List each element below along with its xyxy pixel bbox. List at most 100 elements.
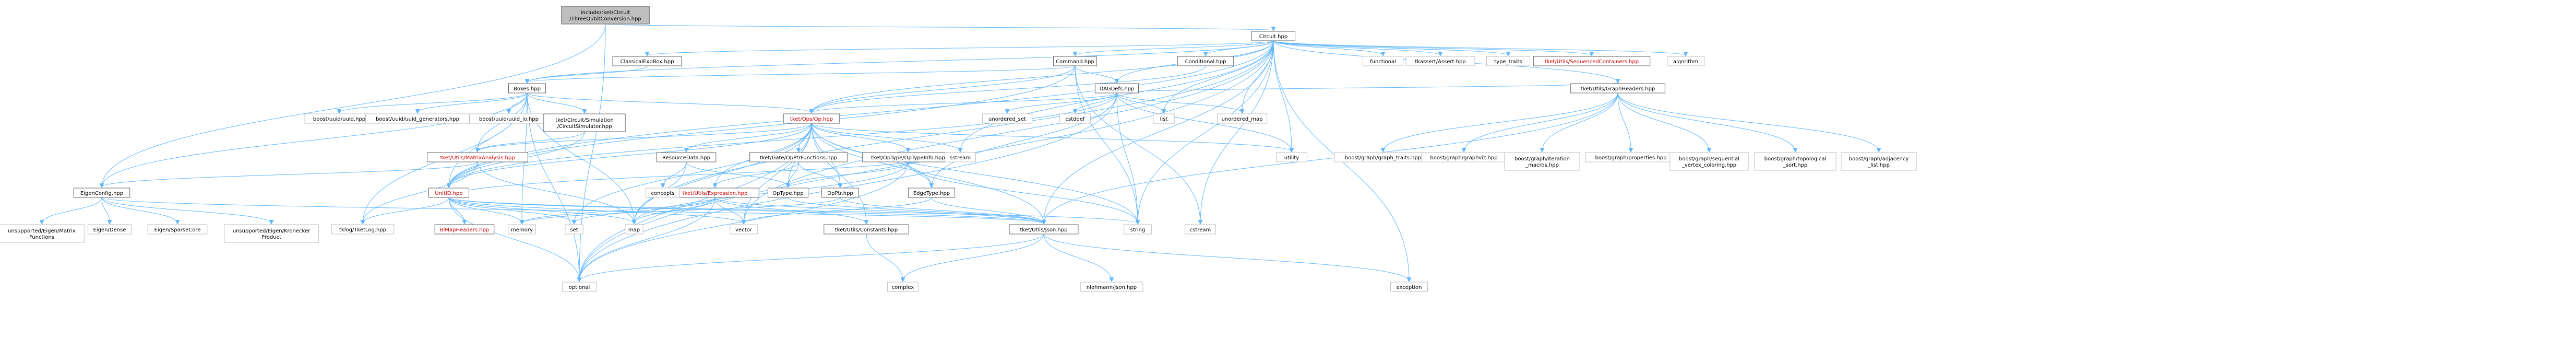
- node-cstddef: cstddef: [1059, 113, 1091, 124]
- node-label: unsupported/Eigen/Matrix: [8, 228, 76, 234]
- edge-json-to-complex: [903, 233, 1044, 281]
- edge-circuit-to-sequencedcontainers: [1273, 40, 1592, 55]
- node-box: [612, 56, 682, 66]
- node-constants[interactable]: tket/Utils/Constants.hpp: [824, 224, 909, 235]
- node-box: [561, 6, 650, 25]
- node-label: Conditional.hpp: [1185, 59, 1226, 65]
- node-label: /ThreeQubitConversion.hpp: [569, 16, 641, 22]
- node-box: [0, 224, 85, 243]
- node-box: [1124, 224, 1152, 235]
- node-tkassert: tkassert/Assert.hpp: [1405, 56, 1475, 66]
- node-edgetype[interactable]: EdgeType.hpp: [908, 188, 956, 198]
- node-dagdefs[interactable]: DAGDefs.hpp: [1094, 83, 1139, 94]
- node-unitid[interactable]: UnitID.hpp: [428, 188, 469, 198]
- edge-opsop-to-set: [574, 123, 812, 224]
- node-gateopptr[interactable]: tket/Gate/OpPtrFunctions.hpp: [749, 152, 848, 162]
- node-vector: vector: [730, 224, 758, 235]
- edge-resourcedata-to-optype: [686, 161, 788, 187]
- node-conditional[interactable]: Conditional.hpp: [1177, 56, 1234, 66]
- node-resourcedata[interactable]: ResourceData.hpp: [656, 152, 717, 162]
- node-label: tket/OpType/OpTypeInfo.hpp: [871, 155, 945, 161]
- edge-opptr-to-json: [840, 197, 1044, 224]
- node-optype[interactable]: OpType.hpp: [768, 188, 808, 198]
- edge-root-to-optional: [579, 24, 606, 281]
- node-circuit[interactable]: Circuit.hpp: [1251, 31, 1296, 41]
- node-label: optional: [569, 285, 590, 290]
- edge-circuitsim-to-matrixanalysis: [478, 131, 585, 151]
- node-box: [1533, 56, 1651, 66]
- node-box: [908, 188, 956, 198]
- node-label: cstddef: [1066, 116, 1085, 122]
- node-label: set: [570, 227, 578, 233]
- node-box: [1080, 282, 1143, 292]
- node-label: _macros.hpp: [1525, 162, 1559, 168]
- edge-matrixanalysis-to-tklog: [363, 161, 478, 224]
- node-box: [1153, 113, 1175, 124]
- node-box: [887, 282, 919, 292]
- node-json[interactable]: tket/Utils/Json.hpp: [1009, 224, 1079, 235]
- edge-edgetype-to-vector: [744, 197, 932, 224]
- node-label: ClassicalExpBox.hpp: [621, 59, 674, 65]
- node-box: [1841, 152, 1917, 171]
- edge-classicalexpbox-to-boxes: [527, 65, 648, 83]
- edge-gateopptr-to-expression: [715, 161, 799, 187]
- edge-circuit-to-cstream: [1200, 40, 1274, 224]
- node-circuitsim[interactable]: tket/Circuit/Simulation/CircuitSimulator…: [543, 113, 626, 132]
- edge-boxes-to-unitid: [449, 92, 528, 187]
- node-label: Product: [261, 235, 281, 240]
- edge-unitid-to-string: [448, 197, 1138, 224]
- node-matrixanalysis[interactable]: tket/Utils/MatrixAnalysis.hpp: [427, 152, 528, 162]
- node-box: [565, 224, 583, 235]
- node-eigenconfig[interactable]: EigenConfig.hpp: [73, 188, 130, 198]
- node-classicalexpbox[interactable]: ClassicalExpBox.hpp: [612, 56, 682, 66]
- edge-resourcedata-to-concepts: [663, 161, 687, 187]
- edge-json-to-optional: [579, 233, 1044, 281]
- node-label: tket/Utils/GraphHeaders.hpp: [1581, 86, 1655, 92]
- node-bimap[interactable]: BiMapHeaders.hpp: [434, 224, 495, 235]
- node-label: boost/graph/adjacency: [1849, 156, 1909, 162]
- node-optypeinfo[interactable]: tket/OpType/OpTypeInfo.hpp: [862, 152, 954, 162]
- node-box: [1276, 152, 1307, 162]
- node-label: boost/graph/iteration: [1514, 156, 1570, 162]
- node-label: Command.hpp: [1056, 59, 1094, 65]
- edge-eigenconfig-to-json: [101, 197, 1044, 224]
- node-uuid_io: boost/uuid/uuid_io.hpp: [469, 113, 548, 124]
- node-concepts: concepts: [646, 188, 680, 198]
- node-uuid_gen: boost/uuid/uuid_generators.hpp: [365, 113, 470, 124]
- edge-expression-to-vector: [714, 197, 744, 224]
- node-label: complex: [892, 285, 914, 290]
- node-cstream: cstream: [1185, 224, 1216, 235]
- node-label: BiMapHeaders.hpp: [440, 227, 490, 233]
- edge-dagdefs-to-graphheaders: [1116, 83, 1618, 94]
- node-command[interactable]: Command.hpp: [1053, 56, 1098, 66]
- node-sequencedcontainers[interactable]: tket/Utils/SequencedContainers.hpp: [1533, 56, 1651, 66]
- edge-graphheaders-to-iteration_macros: [1542, 92, 1618, 151]
- node-expression[interactable]: tket/Utils/Expression.hpp: [671, 188, 759, 198]
- edge-graphheaders-to-seq_coloring: [1617, 92, 1709, 151]
- node-algorithm: algorithm: [1667, 56, 1704, 66]
- node-box: [1486, 56, 1531, 66]
- node-label: boost/graph/topological: [1764, 156, 1827, 162]
- edge-dagdefs-to-string: [1116, 92, 1138, 224]
- node-label: tket/Ops/Op.hpp: [790, 116, 833, 122]
- node-layer: include/tket/Circuit/ThreeQubitConversio…: [0, 6, 1917, 292]
- node-label: algorithm: [1673, 59, 1698, 65]
- node-opptr[interactable]: OpPtr.hpp: [821, 188, 859, 198]
- node-boxes[interactable]: Boxes.hpp: [508, 83, 546, 94]
- node-label: cstream: [1190, 227, 1211, 233]
- node-eigen_dense: Eigen/Dense: [87, 224, 132, 235]
- node-opsop[interactable]: tket/Ops/Op.hpp: [783, 113, 840, 124]
- node-box: [428, 188, 469, 198]
- node-graphheaders[interactable]: tket/Utils/GraphHeaders.hpp: [1570, 83, 1665, 94]
- edge-opsop-to-sstream: [811, 123, 960, 151]
- node-box: [427, 152, 528, 162]
- node-box: [1217, 113, 1268, 124]
- node-box: [543, 113, 626, 132]
- edge-json-to-nlohmann: [1043, 233, 1112, 281]
- node-root[interactable]: include/tket/Circuit/ThreeQubitConversio…: [561, 6, 650, 25]
- edge-circuit-to-list: [1164, 40, 1274, 113]
- node-box: [945, 152, 976, 162]
- edge-eigenconfig-to-eigen_dense: [101, 197, 110, 224]
- edge-root-to-circuit: [605, 24, 1273, 30]
- edge-optype-to-json: [788, 197, 1044, 224]
